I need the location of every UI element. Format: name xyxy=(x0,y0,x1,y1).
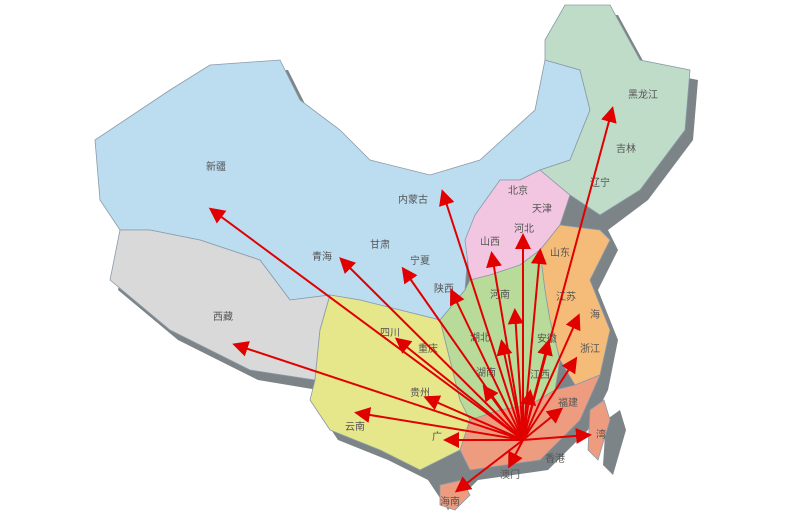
province-label: 河北 xyxy=(514,223,534,235)
arrow-to-陕西 xyxy=(449,288,524,441)
arrow-to-山东 xyxy=(522,248,547,441)
province-label: 青海 xyxy=(312,250,332,263)
province-label: 天津 xyxy=(532,203,552,215)
arrow-to-四川 xyxy=(394,337,524,441)
arrow-to-台湾 xyxy=(522,427,592,444)
province-label: 四川 xyxy=(380,328,400,339)
province-label: 新疆 xyxy=(206,160,226,173)
arrow-to-湖北 xyxy=(496,339,524,441)
arrow-to-澳门 xyxy=(508,439,524,469)
regions xyxy=(94,4,691,511)
arrow-to-西藏 xyxy=(232,341,524,441)
province-label: 宁夏 xyxy=(410,254,430,267)
arrow-to-江苏 xyxy=(522,313,581,441)
province-label: 甘肃 xyxy=(370,238,390,251)
province-label: 吉林 xyxy=(616,142,636,155)
province-label: 海 xyxy=(590,308,600,321)
province-label: 内蒙古 xyxy=(398,193,428,206)
province-label: 海南 xyxy=(440,495,460,508)
arrow-to-青海 xyxy=(339,257,524,441)
arrow-to-新疆 xyxy=(208,207,524,441)
arrow-to-海南 xyxy=(454,439,524,493)
arrow-to-福建 xyxy=(522,407,564,441)
arrow-to-江西 xyxy=(520,389,537,441)
province-labels: 新疆西藏青海甘肃内蒙古宁夏陕西北京天津河北山西山东河南江苏海安徽浙江湖北四川重庆… xyxy=(206,88,658,508)
arrow-to-河南 xyxy=(507,308,524,441)
province-label: 河南 xyxy=(490,288,510,301)
province-label: 云南 xyxy=(345,420,365,433)
province-label: 福建 xyxy=(558,396,578,409)
region-east xyxy=(539,224,611,386)
province-label: 西藏 xyxy=(213,311,233,323)
arrows xyxy=(208,106,617,493)
province-label: 香港 xyxy=(545,453,565,465)
province-label: 广 xyxy=(432,431,442,443)
province-label: 山西 xyxy=(480,236,500,248)
province-label: 浙江 xyxy=(580,343,600,355)
arrow-to-湖南 xyxy=(482,384,524,441)
province-label: 黑龙江 xyxy=(628,88,658,101)
province-label: 江苏 xyxy=(556,290,576,303)
province-label: 湖南 xyxy=(476,366,496,379)
province-label: 贵州 xyxy=(410,386,430,399)
arrow-to-云南 xyxy=(354,407,524,441)
province-label: 山东 xyxy=(550,246,570,259)
province-label: 北京 xyxy=(508,184,528,197)
province-label: 湾 xyxy=(596,428,606,441)
province-label: 陕西 xyxy=(434,282,454,295)
province-label: 辽宁 xyxy=(590,176,610,189)
arrow-to-内蒙古 xyxy=(439,189,524,441)
province-label: 澳门 xyxy=(500,468,520,481)
arrow-to-黑龙江 xyxy=(522,106,617,441)
arrow-to-贵州 xyxy=(423,395,524,441)
region-central xyxy=(439,249,561,421)
arrow-to-浙江 xyxy=(522,356,578,441)
